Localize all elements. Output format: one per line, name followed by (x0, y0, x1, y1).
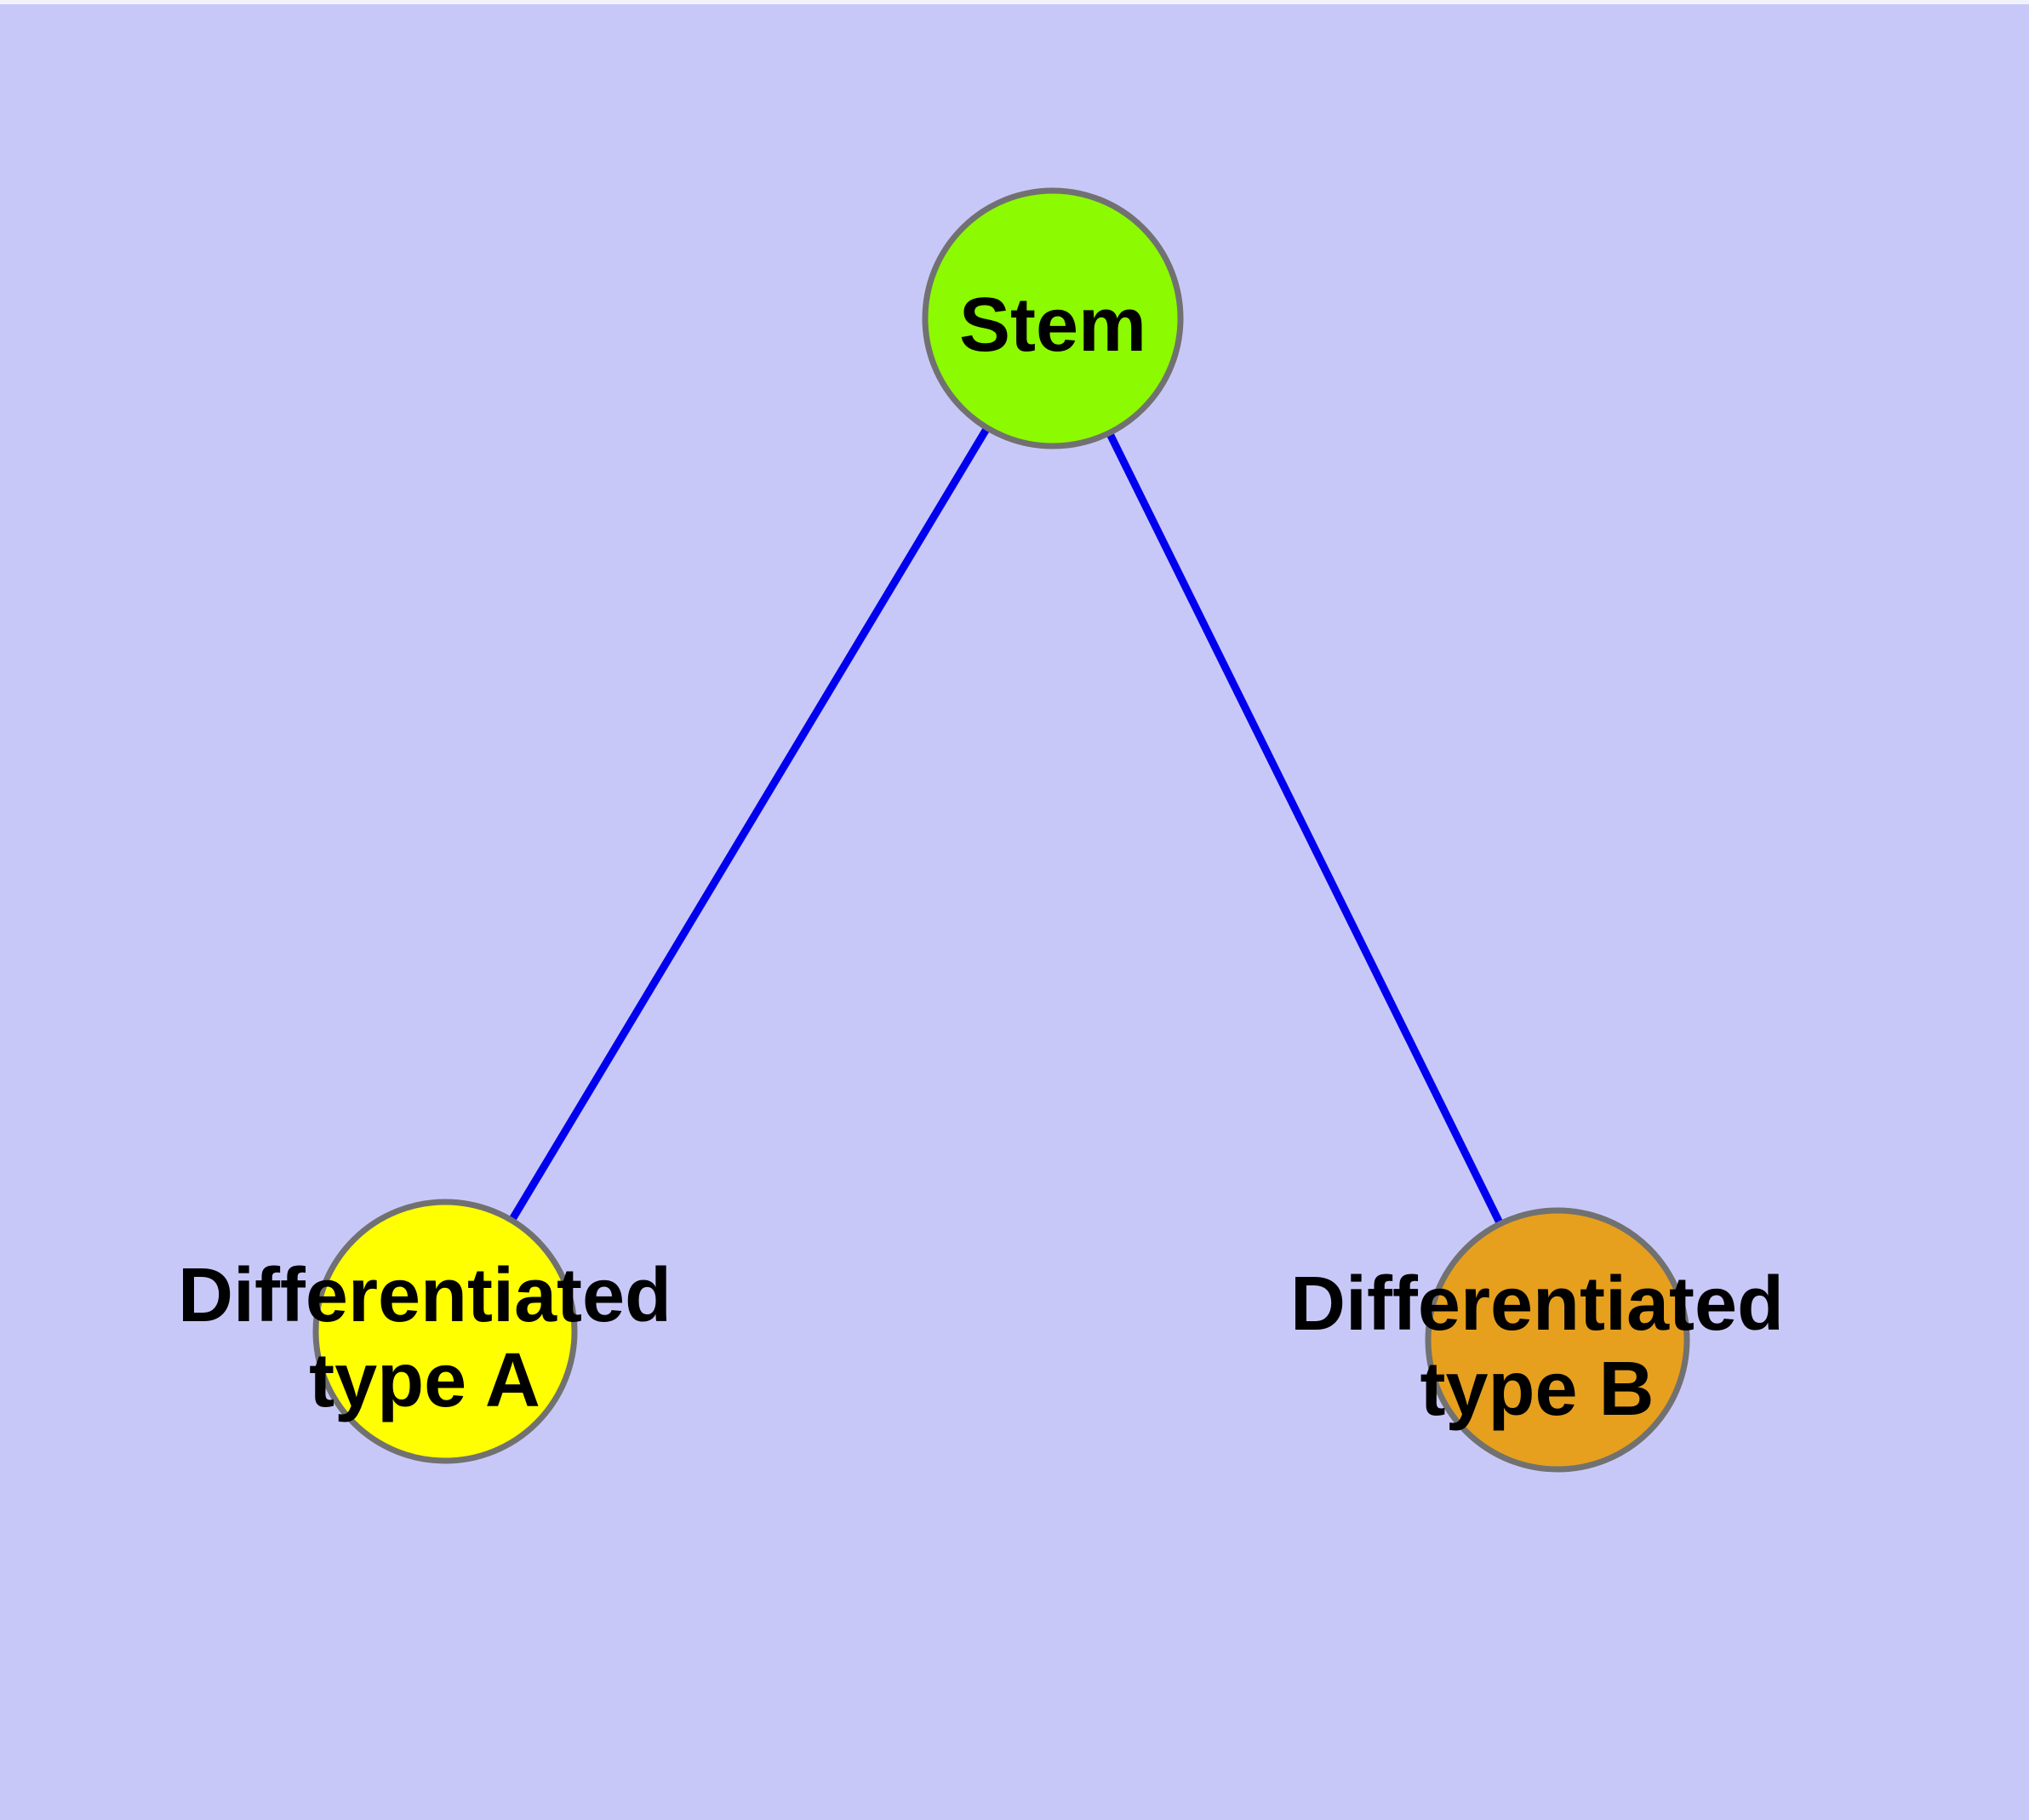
node-diff-b (1425, 1207, 1690, 1473)
node-stem (922, 187, 1184, 449)
top-window-edge (0, 0, 2029, 4)
node-label-stem: Stem (959, 283, 1146, 368)
edges-layer (442, 316, 1562, 1342)
nodes-layer (312, 187, 1690, 1473)
node-diff-a (312, 1199, 578, 1464)
edge-stem-diff-b (1049, 317, 1562, 1342)
edge-stem-diff-a (442, 316, 1056, 1334)
